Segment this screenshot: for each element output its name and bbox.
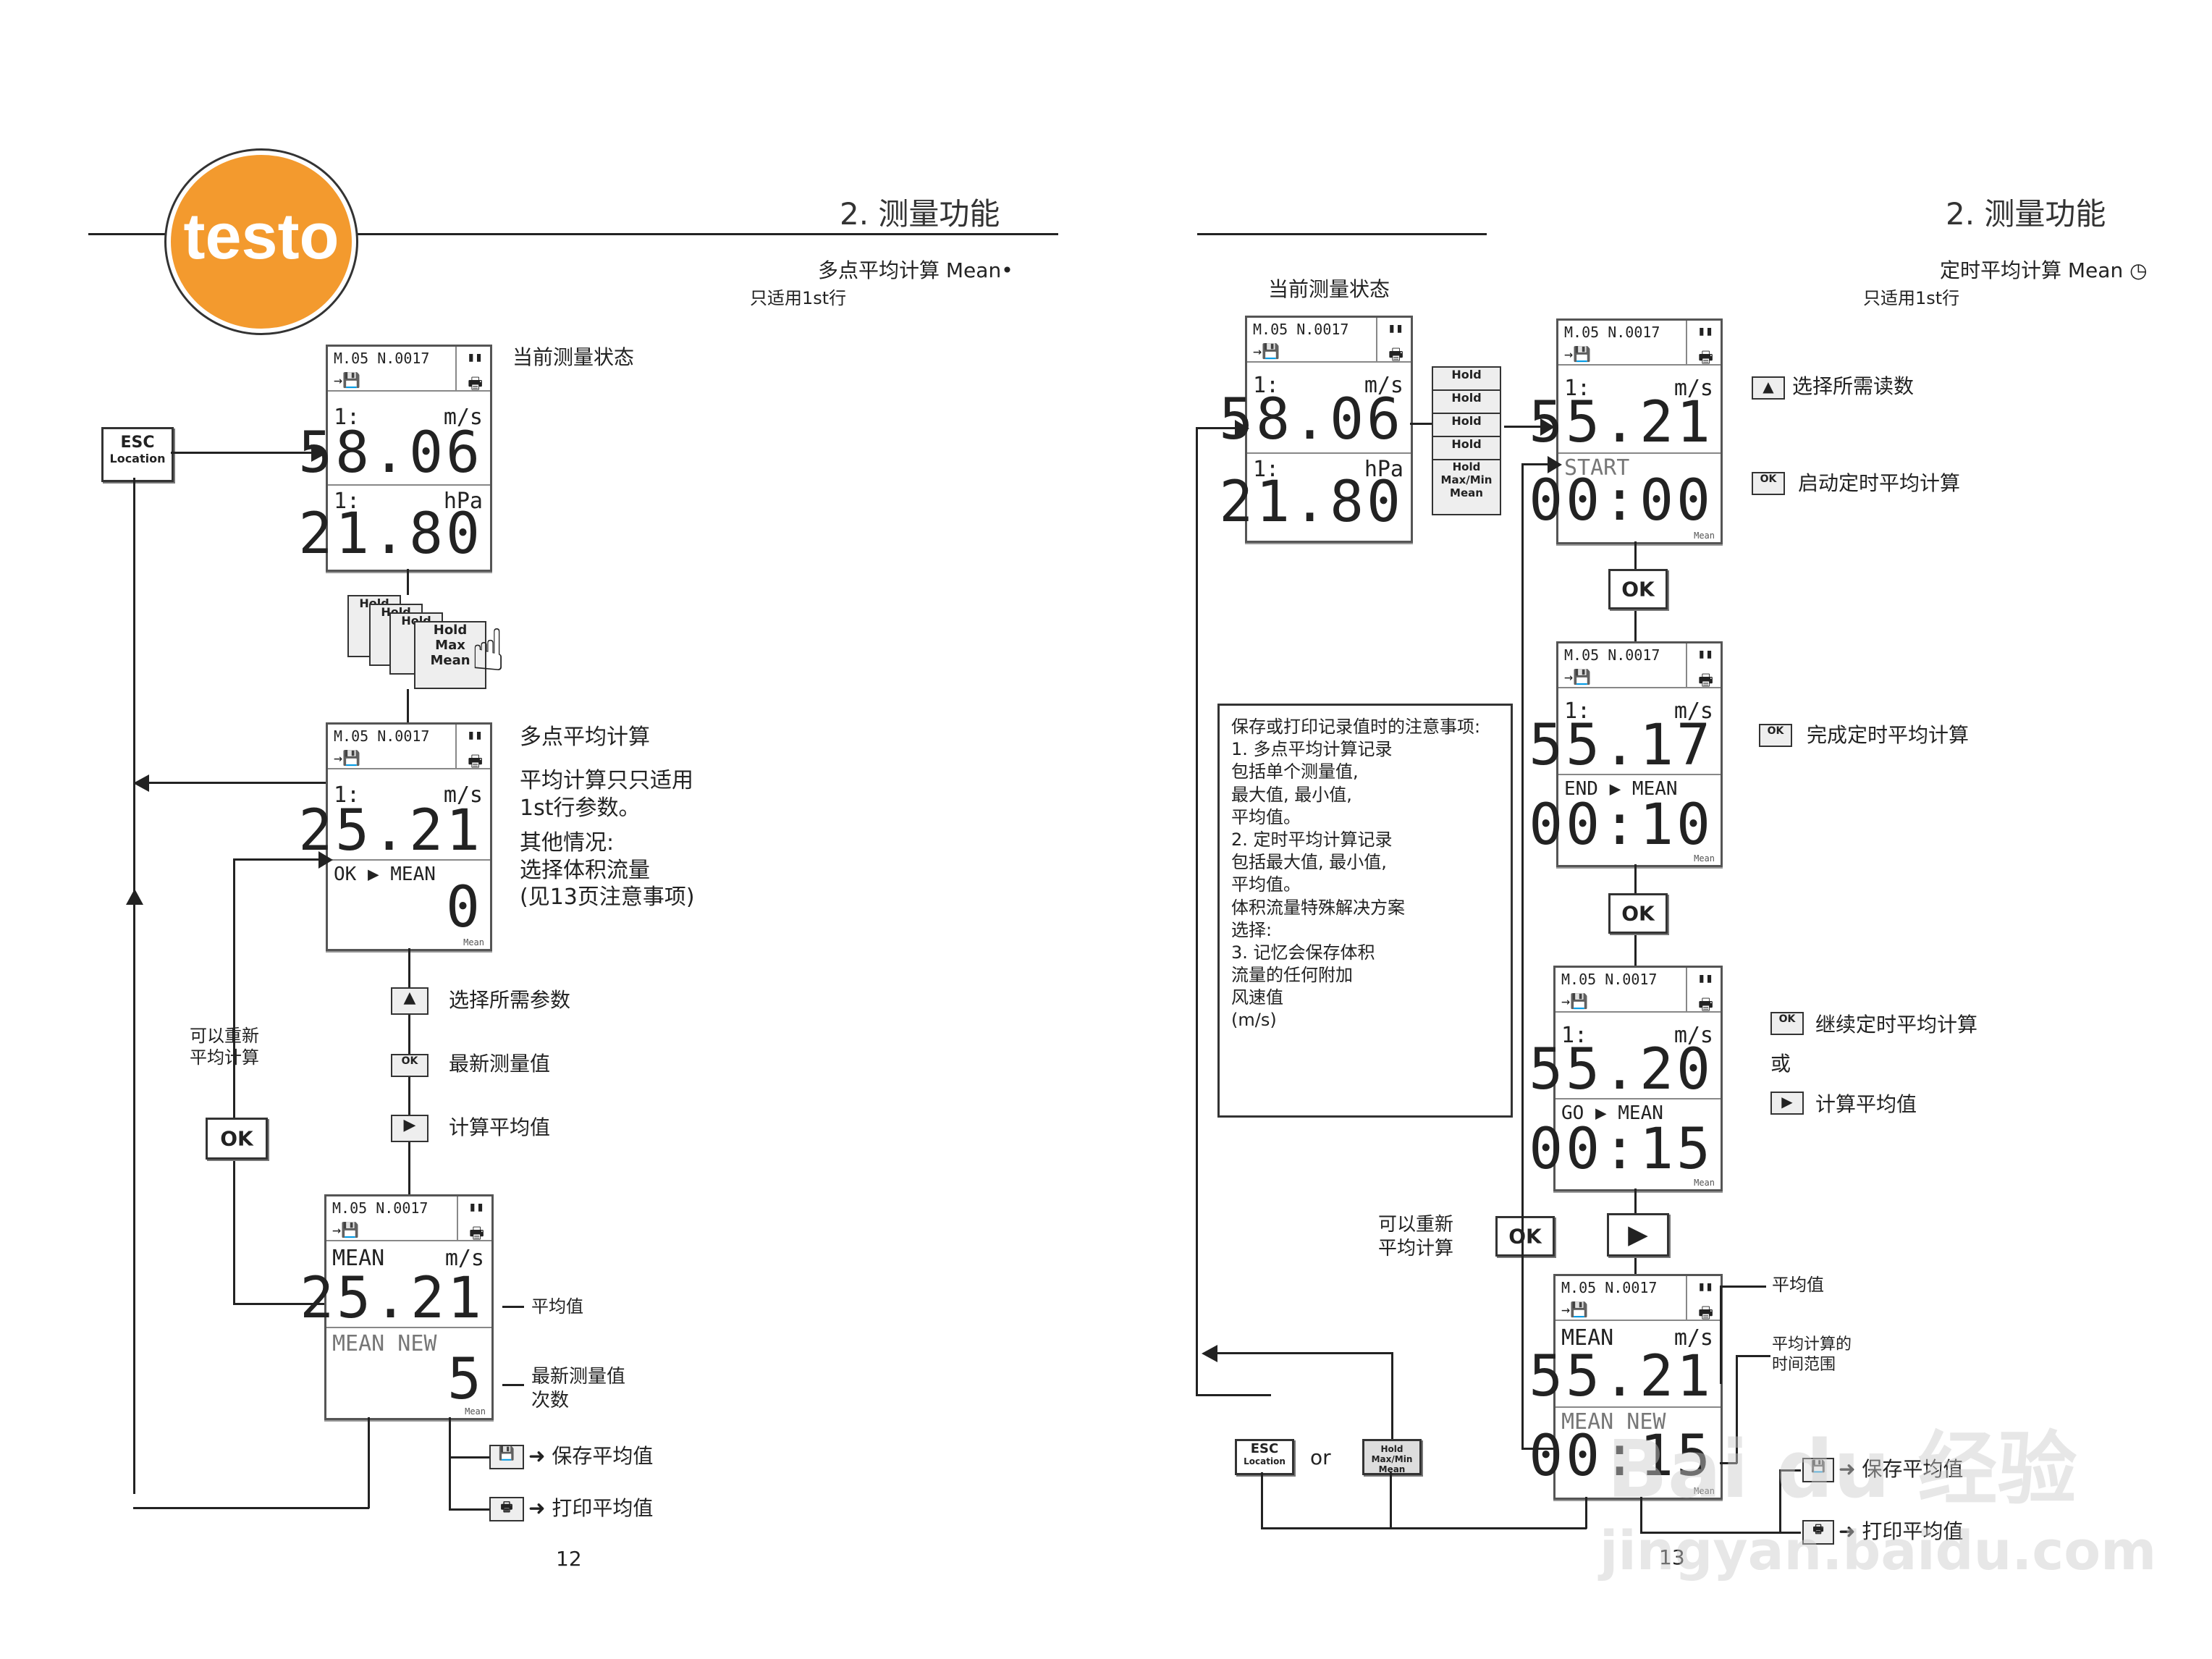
up-key-right[interactable]: ▲ [1752,376,1785,400]
right-header-rule [1197,233,1487,235]
ok-key-right-end[interactable]: OK [1759,724,1792,747]
lcd-right-current: M.05 N.0017 →💾 ▮▮🖶 1: m/s 58.06 1: hPa 2… [1219,316,1413,543]
right-title: 定时平均计算 Mean ◷ [1940,258,2148,282]
right-step-ok-end: 完成定时平均计算 [1807,723,1970,747]
right-step-play: 计算平均值 [1815,1092,1917,1116]
baidu-watermark: Bai du 经验 [1607,1423,2077,1516]
right-title-sub: 只适用1st行 [1863,288,1960,308]
left-step-ok: 最新测量值 [449,1052,551,1076]
right-or-word: or [1310,1445,1331,1469]
esc-location-key[interactable]: ESC Location [101,427,174,482]
play-key[interactable]: ▶ [391,1115,429,1142]
right-step-ok-start: 启动定时平均计算 [1798,471,1961,495]
lcd-right-end: M.05 N.0017 →💾 ▮▮🖶 1: m/s 55.17 END ▶ ME… [1529,641,1723,867]
ok-key-right-2[interactable]: OK [1608,893,1668,934]
left-header-rule [88,233,1058,235]
left-page-header: 2. 测量功能 [840,196,1000,232]
left-title: 多点平均计算 Mean• [818,258,1013,282]
right-state-label: 当前测量状态 [1268,277,1390,301]
ok-key-left-restart[interactable]: OK [206,1118,268,1160]
print-key[interactable]: 🖶 [489,1497,524,1521]
multi-title: 多点平均计算 [520,725,650,750]
lcd-right-mean-result: M.05 N.0017 →💾 ▮▮🖶 MEAN m/s 55.21 MEAN N… [1529,1274,1723,1500]
ok-key-small[interactable]: OK [391,1054,429,1077]
hand-icon: ☝ [470,617,506,684]
lcd-mean-result: M.05 N.0017 →💾 ▮▮🖶 MEAN m/s 25.21 MEAN N… [300,1194,494,1420]
right-page-number: 13 [1659,1545,1685,1569]
right-print-label: ➜ 打印平均值 [1839,1519,1964,1543]
left-title-sub: 只适用1st行 [750,288,847,308]
right-mean-label: 平均值 [1772,1275,1824,1295]
notes-box: 保存或打印记录值时的注意事项: 1. 多点平均计算记录 包括单个测量值, 最大值… [1217,704,1513,1118]
lcd-multi-mean: M.05 N.0017 →💾 ▮▮🖶 1: m/s 25.21 OK ▶ MEA… [298,722,492,951]
multi-other: 其他情况:选择体积流量(见13页注意事项) [520,830,695,910]
ok-key-right-start[interactable]: OK [1752,472,1785,495]
left-new-label: 最新测量值次数 [531,1366,626,1411]
left-page-number: 12 [556,1547,582,1571]
up-key[interactable]: ▲ [391,987,429,1015]
testo-logo: testo [166,151,356,333]
print-key-right[interactable]: 🖶 [1802,1520,1834,1545]
left-restart: 可以重新平均计算 [190,1026,259,1068]
lcd-current-state: M.05 N.0017 →💾 ▮▮🖶 1: m/s 58.06 1: hPa 2… [298,345,492,572]
ok-key-right-cont[interactable]: OK [1770,1012,1804,1035]
play-key-right[interactable]: ▶ [1770,1092,1804,1115]
left-print-label: ➜ 打印平均值 [528,1496,654,1520]
left-step-up: 选择所需参数 [449,988,571,1012]
play-key-big[interactable]: ▶ [1607,1213,1669,1257]
right-time-label: 平均计算的时间范围 [1772,1335,1852,1374]
right-save-label: ➜ 保存平均值 [1839,1457,1964,1481]
save-key[interactable]: 💾 [489,1445,524,1469]
logo-text: testo [183,200,339,273]
right-step-ok-cont: 继续定时平均计算 [1815,1013,1978,1037]
save-key-right[interactable]: 💾 [1802,1458,1834,1482]
right-step-up: 选择所需读数 [1792,374,1915,398]
arrow-head-right [311,444,327,462]
ok-key-right-restart[interactable]: OK [1495,1216,1555,1257]
lcd-right-start: M.05 N.0017 →💾 ▮▮🖶 1: m/s 55.21 START 00… [1529,318,1723,544]
baidu-watermark-url: jingyan.baidu.com [1600,1520,2157,1582]
left-step-play: 计算平均值 [449,1115,551,1139]
left-state-label: 当前测量状态 [512,345,635,369]
lcd-right-go: M.05 N.0017 →💾 ▮▮🖶 1: m/s 55.20 GO ▶ MEA… [1529,966,1723,1191]
left-save-label: ➜ 保存平均值 [528,1444,654,1468]
right-or-text: 或 [1770,1052,1791,1076]
right-restart: 可以重新平均计算 [1378,1214,1454,1259]
ok-key-right-1[interactable]: OK [1608,569,1668,609]
right-page-header: 2. 测量功能 [1946,196,2106,232]
left-mean-label: 平均值 [531,1296,583,1317]
